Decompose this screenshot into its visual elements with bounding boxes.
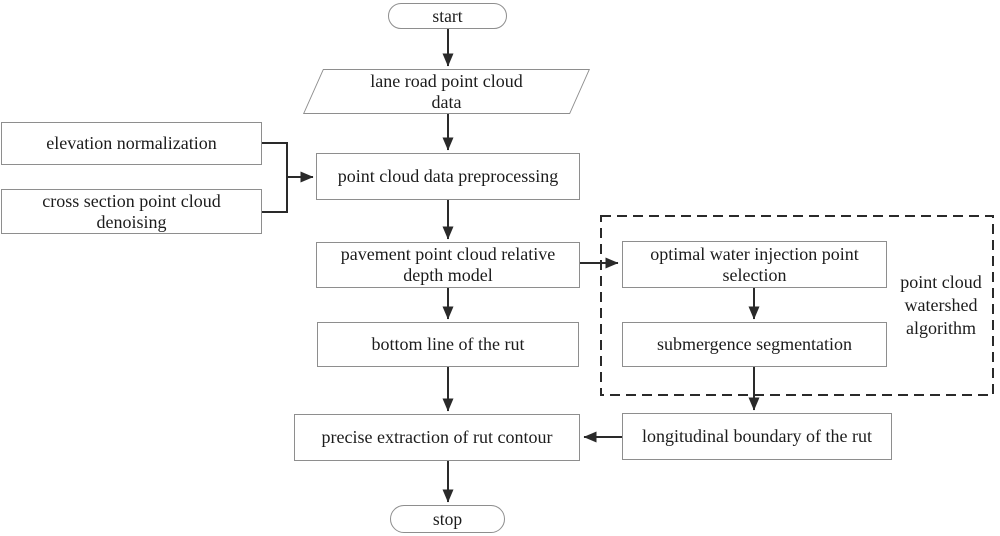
node-stop: stop: [390, 505, 505, 533]
node-label: lane road point cloud data: [370, 70, 523, 112]
node-precise-extraction-of-rut-contour: precise extraction of rut contour: [294, 414, 580, 461]
node-point-cloud-data-preprocessing: point cloud data preprocessing: [316, 153, 580, 200]
node-relative-depth-model: pavement point cloud relative depth mode…: [316, 242, 580, 288]
connector-left-boxes-merge: [262, 142, 288, 213]
node-bottom-line-of-rut: bottom line of the rut: [317, 322, 579, 367]
watershed-dashed-region: [600, 215, 994, 396]
node-lane-road-point-cloud-data: lane road point cloud data: [302, 69, 591, 114]
node-optimal-water-injection-point: optimal water injection point selection: [622, 241, 887, 288]
watershed-region-label: point cloud watershed algorithm: [900, 272, 982, 338]
node-longitudinal-boundary-of-rut: longitudinal boundary of the rut: [622, 413, 892, 460]
node-elevation-normalization: elevation normalization: [1, 122, 262, 165]
node-cross-section-denoising: cross section point cloud denoising: [1, 189, 262, 234]
node-submergence-segmentation: submergence segmentation: [622, 322, 887, 367]
node-start: start: [388, 3, 507, 29]
